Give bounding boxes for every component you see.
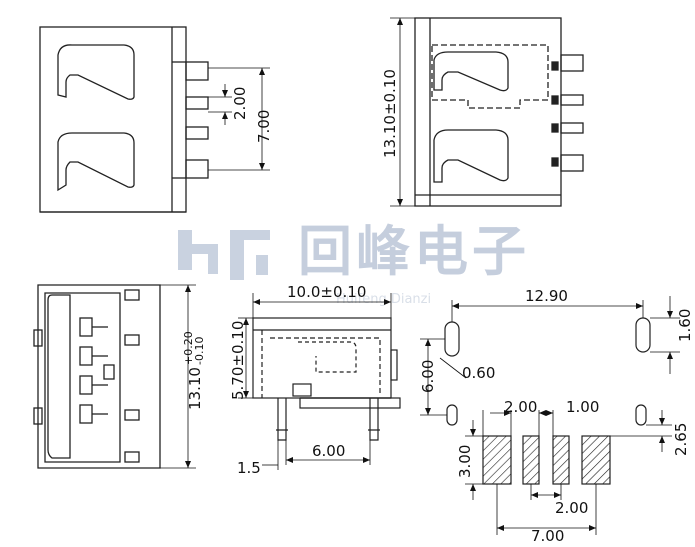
front-view [33, 284, 161, 469]
footprint-slot-w-label: 0.60 [462, 364, 495, 382]
top-left-span-label: 7.00 [255, 110, 273, 143]
side-view-dims [238, 293, 392, 470]
top-left-view [39, 26, 209, 213]
side-height-label: 5.70±0.10 [229, 321, 247, 400]
company-logo [178, 230, 270, 280]
footprint-pad-h-label: 3.00 [456, 445, 474, 478]
top-left-pitch-label: 2.00 [231, 87, 249, 120]
footprint-dims [420, 296, 680, 535]
front-tol-minus-label: -0.10 [193, 337, 206, 365]
footprint-span-label: 12.90 [525, 287, 568, 305]
top-right-view [414, 17, 584, 207]
footprint-total-label: 7.00 [531, 527, 564, 545]
front-height-label: 13.10 [186, 367, 204, 410]
side-width-label: 10.0±0.10 [287, 283, 366, 301]
side-offset-label: 1.5 [237, 459, 261, 477]
front-tol-plus-label: +0.20 [182, 331, 195, 365]
footprint-pads [482, 435, 611, 485]
footprint-pad-w-outer-label: 2.00 [504, 398, 537, 416]
footprint-pad-y-label: 2.65 [672, 423, 690, 456]
side-pin-spacing-label: 6.00 [312, 442, 345, 460]
footprint-pad-w-inner-label: 1.00 [566, 398, 599, 416]
footprint-oval-h-label: 1.60 [676, 309, 694, 342]
top-left-dims [208, 67, 270, 171]
watermark-company: 回峰电子 [298, 220, 530, 283]
front-view-dims [160, 284, 196, 469]
side-view [252, 317, 401, 441]
top-right-dims [390, 17, 415, 207]
footprint-slot-y-label: 6.00 [419, 360, 437, 393]
top-right-height-label: 13.10±0.10 [381, 69, 399, 158]
footprint-pitch-label: 2.00 [555, 499, 588, 517]
